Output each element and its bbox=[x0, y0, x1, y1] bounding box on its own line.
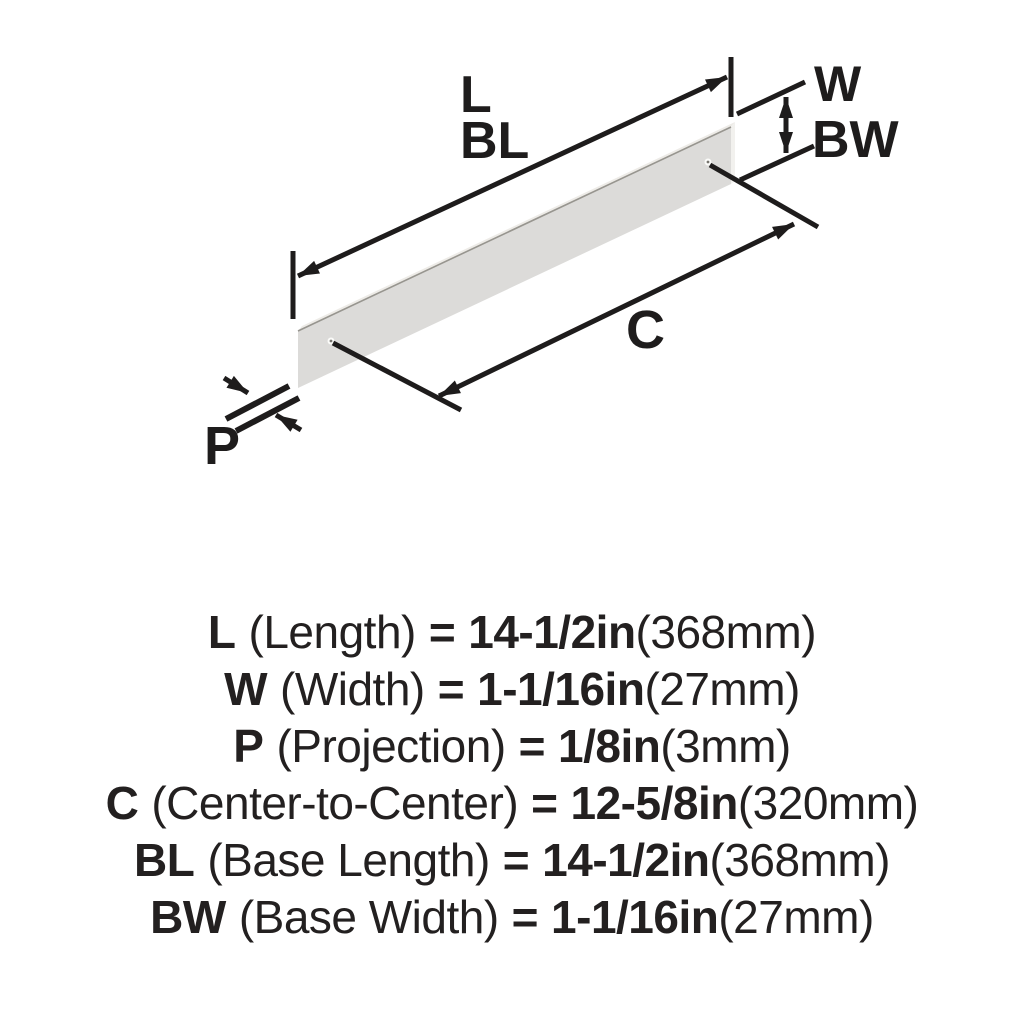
center-tick-left bbox=[331, 340, 463, 413]
spec-descriptor: (Projection) bbox=[276, 720, 506, 772]
width-dimension: W BW bbox=[735, 56, 900, 183]
center-tick-right bbox=[708, 162, 820, 230]
spec-code: P bbox=[233, 720, 264, 772]
spec-line-base-length: BL(Base Length)=14-1/2in(368mm) bbox=[0, 832, 1024, 889]
spec-descriptor: (Center-to-Center) bbox=[151, 777, 519, 829]
spec-metric-value: (368mm) bbox=[709, 834, 890, 886]
spec-metric-value: (3mm) bbox=[660, 720, 791, 772]
spec-descriptor: (Length) bbox=[248, 606, 417, 658]
base-length-label: BL bbox=[460, 112, 529, 170]
projection-arrow-upper bbox=[222, 375, 250, 396]
spec-metric-value: (27mm) bbox=[644, 663, 800, 715]
spec-line-center-to-center: C(Center-to-Center)=12-5/8in(320mm) bbox=[0, 775, 1024, 832]
length-dimension: L BL bbox=[290, 57, 734, 319]
width-tick-lower bbox=[738, 143, 816, 183]
spec-descriptor: (Width) bbox=[280, 663, 425, 715]
spec-line-projection: P(Projection)=1/8in(3mm) bbox=[0, 718, 1024, 775]
spec-equals: = bbox=[511, 891, 539, 943]
mounting-hole-left-dot bbox=[329, 339, 333, 343]
length-dimension-line bbox=[296, 74, 729, 279]
center-to-center-label: C bbox=[626, 300, 665, 360]
projection-label: P bbox=[204, 416, 240, 476]
dimension-spec-list: L(Length)=14-1/2in(368mm) W(Width)=1-1/1… bbox=[0, 604, 1024, 946]
width-label: W bbox=[814, 56, 862, 112]
dimension-diagram: L BL W BW C P bbox=[204, 56, 900, 476]
spec-descriptor: (Base Width) bbox=[238, 891, 499, 943]
projection-edge-lower bbox=[234, 395, 301, 434]
mounting-hole-right-dot bbox=[706, 160, 710, 164]
spec-metric-value: (368mm) bbox=[635, 606, 817, 658]
spec-equals: = bbox=[437, 663, 465, 715]
projection-dimension: P bbox=[204, 375, 303, 476]
center-to-center-dimension: C bbox=[331, 162, 820, 413]
length-label: L bbox=[460, 66, 492, 124]
spec-imperial-value: 14-1/2in bbox=[542, 834, 710, 886]
spec-equals: = bbox=[531, 777, 558, 829]
spec-line-length: L(Length)=14-1/2in(368mm) bbox=[0, 604, 1024, 661]
spec-equals: = bbox=[428, 606, 456, 658]
projection-edge-upper bbox=[224, 383, 291, 422]
spec-descriptor: (Base Length) bbox=[207, 834, 490, 886]
spec-imperial-value: 1-1/16in bbox=[551, 891, 719, 943]
spec-imperial-value: 12-5/8in bbox=[570, 777, 739, 829]
bar-end-face bbox=[731, 122, 735, 184]
spec-equals: = bbox=[502, 834, 530, 886]
spec-line-base-width: BW(Base Width)=1-1/16in(27mm) bbox=[0, 889, 1024, 946]
spec-imperial-value: 1-1/16in bbox=[477, 663, 645, 715]
spec-equals: = bbox=[518, 720, 546, 772]
spec-imperial-value: 1/8in bbox=[558, 720, 661, 772]
spec-code: L bbox=[207, 606, 236, 658]
base-width-label: BW bbox=[812, 111, 900, 169]
width-tick-upper bbox=[735, 79, 807, 117]
spec-code: BW bbox=[150, 891, 226, 943]
spec-metric-value: (27mm) bbox=[718, 891, 874, 943]
center-dimension-line bbox=[437, 221, 796, 399]
spec-code: C bbox=[105, 777, 139, 829]
spec-imperial-value: 14-1/2in bbox=[468, 606, 636, 658]
spec-line-width: W(Width)=1-1/16in(27mm) bbox=[0, 661, 1024, 718]
projection-arrow-lower bbox=[274, 412, 303, 433]
spec-code: W bbox=[224, 663, 268, 715]
spec-code: BL bbox=[133, 834, 195, 886]
spec-metric-value: (320mm) bbox=[737, 777, 919, 829]
